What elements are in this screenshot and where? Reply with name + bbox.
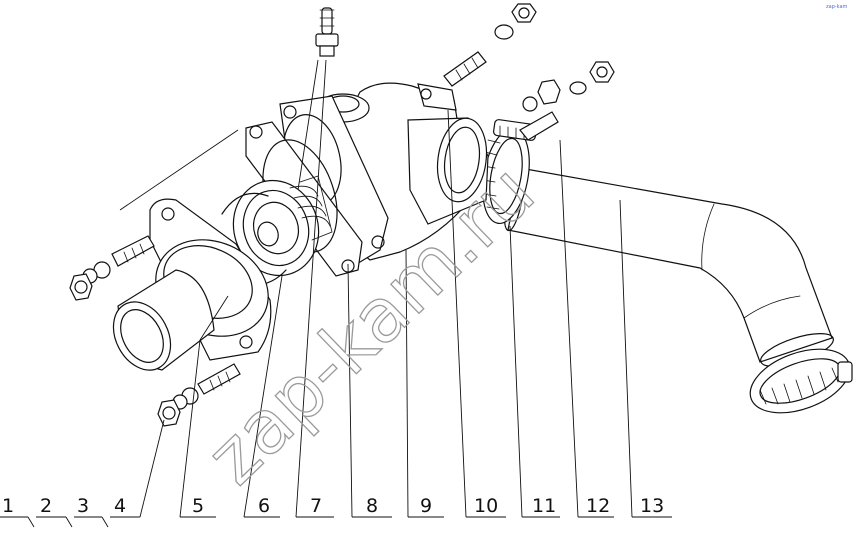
callout-numbers: 1 2 3 4 5 6 7 8 9 10 11 12 13 xyxy=(2,495,664,517)
callout-4: 4 xyxy=(114,495,126,517)
sensor-fitting xyxy=(315,7,339,57)
corner-mark: zap-kam xyxy=(826,4,848,10)
thermostat-cover-pipe xyxy=(112,198,272,371)
callout-13: 13 xyxy=(640,495,664,517)
callout-12: 12 xyxy=(586,495,610,517)
hose-clamp-lower xyxy=(749,348,853,414)
coolant-hose xyxy=(503,166,834,367)
stud-washer-nut-set xyxy=(519,61,615,141)
stud-nut-set-top xyxy=(443,3,537,87)
thermostat xyxy=(232,175,333,277)
callout-10: 10 xyxy=(474,495,498,517)
callout-8: 8 xyxy=(366,495,378,517)
callout-2: 2 xyxy=(40,495,52,517)
callout-7: 7 xyxy=(310,495,322,517)
callout-11: 11 xyxy=(532,495,556,517)
stud-nut-set-upper xyxy=(69,235,155,301)
callout-5: 5 xyxy=(192,495,204,517)
callout-6: 6 xyxy=(258,495,270,517)
leader-lines xyxy=(0,59,672,528)
callout-9: 9 xyxy=(420,495,432,517)
callout-3: 3 xyxy=(77,495,89,517)
callout-1: 1 xyxy=(2,495,14,517)
